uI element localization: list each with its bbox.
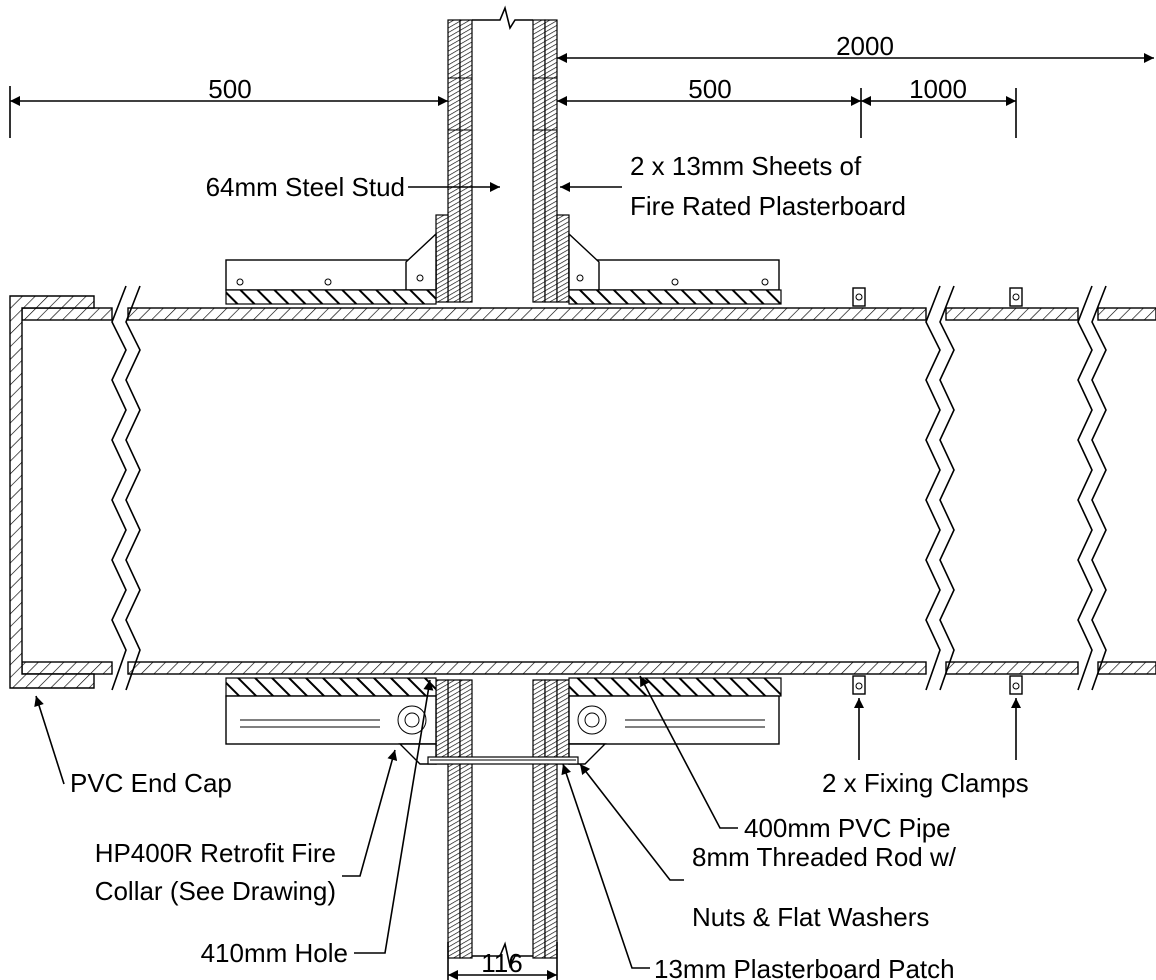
svg-text:Collar (See Drawing): Collar (See Drawing)	[95, 876, 336, 906]
dimension-116: 116	[447, 942, 558, 980]
svg-text:PVC End Cap: PVC End Cap	[70, 768, 232, 798]
pvc-end-cap	[9, 295, 95, 689]
svg-text:2 x Fixing Clamps: 2 x Fixing Clamps	[822, 768, 1029, 798]
wall-bottom	[435, 679, 570, 969]
fire-collar-top-right	[568, 232, 782, 305]
svg-text:400mm PVC Pipe: 400mm PVC Pipe	[744, 813, 951, 843]
svg-text:410mm Hole: 410mm Hole	[201, 938, 348, 968]
label-steel-stud: 64mm Steel Stud	[206, 172, 500, 202]
dimension-2000: 2000	[557, 31, 1154, 63]
label-pvc-pipe: 400mm PVC Pipe	[639, 675, 951, 843]
fixing-clamp-bottom-1	[852, 675, 866, 695]
fixing-clamp-top-2	[1009, 287, 1023, 307]
svg-text:116: 116	[481, 948, 522, 978]
fixing-clamp-top-1	[852, 287, 866, 307]
label-fire-collar: HP400R Retrofit Fire Collar (See Drawing…	[95, 749, 398, 906]
svg-text:1000: 1000	[909, 74, 967, 104]
dimension-500-left: 500	[9, 74, 448, 138]
wall-top	[435, 5, 570, 303]
pipe-break-lines	[111, 285, 1107, 691]
svg-text:64mm Steel Stud: 64mm Steel Stud	[206, 172, 405, 202]
svg-text:2000: 2000	[836, 31, 894, 61]
svg-text:2 x 13mm Sheets of: 2 x 13mm Sheets of	[630, 151, 862, 181]
fixing-clamp-bottom-2	[1009, 675, 1023, 695]
dimension-500-right: 500	[557, 74, 862, 138]
label-fixing-clamps: 2 x Fixing Clamps	[822, 698, 1029, 798]
svg-text:Fire Rated Plasterboard: Fire Rated Plasterboard	[630, 191, 906, 221]
label-pvc-end-cap: PVC End Cap	[34, 695, 232, 798]
svg-text:Nuts & Flat Washers: Nuts & Flat Washers	[692, 902, 929, 932]
threaded-rod	[427, 756, 579, 765]
label-plasterboard-patch: 13mm Plasterboard Patch	[561, 763, 955, 980]
dimension-1000: 1000	[861, 74, 1017, 138]
label-plasterboard: 2 x 13mm Sheets of Fire Rated Plasterboa…	[560, 151, 906, 221]
label-threaded-rod: 8mm Threaded Rod w/ Nuts & Flat Washers	[579, 763, 957, 932]
fire-collar-bottom-left	[225, 677, 437, 765]
fire-collar-top-left	[225, 232, 437, 305]
svg-text:HP400R Retrofit Fire: HP400R Retrofit Fire	[95, 838, 336, 868]
svg-text:500: 500	[208, 74, 251, 104]
label-hole: 410mm Hole	[201, 679, 434, 968]
svg-text:13mm Plasterboard Patch: 13mm Plasterboard Patch	[654, 954, 955, 980]
pvc-pipe	[21, 307, 1156, 675]
svg-text:500: 500	[688, 74, 731, 104]
fire-collar-bottom-right	[568, 677, 782, 765]
svg-text:8mm Threaded Rod w/: 8mm Threaded Rod w/	[692, 842, 957, 872]
